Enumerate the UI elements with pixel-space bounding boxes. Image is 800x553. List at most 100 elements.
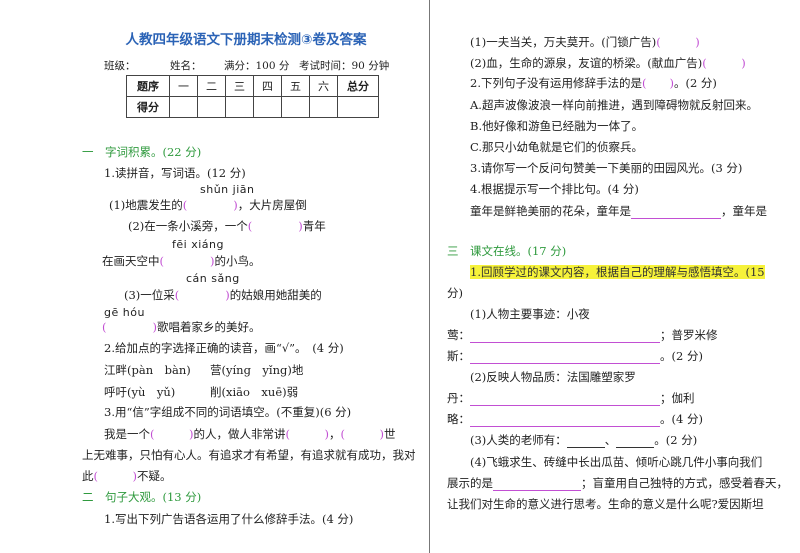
right-line-9-text-b: ，童年是: [721, 204, 767, 218]
right-line-10: 1.回顾学过的课文内容，根据自己的理解与感悟填空。(15: [470, 264, 765, 280]
score-cell: 五: [281, 75, 310, 97]
score-input-cell[interactable]: [169, 96, 198, 118]
right-line-13: 莺： ；普罗米修: [447, 327, 718, 343]
para-1-text-b: 的人，做人非常讲: [193, 427, 286, 441]
answer-blank[interactable]: ( ): [702, 56, 746, 70]
pinyin-3: cán sǎng: [186, 272, 240, 285]
line-1-text-b: ，大片房屋倒: [237, 198, 307, 212]
line-4: (3)一位采( )的姑娘用她甜美的: [124, 287, 322, 303]
answer-blank[interactable]: ( ): [285, 427, 329, 441]
name-label: 姓名：: [170, 60, 202, 72]
answer-line[interactable]: [470, 414, 660, 427]
answer-blank[interactable]: ( ): [150, 427, 194, 441]
right-question-3: 3.请你写一个反问句赞美一下美丽的田园风光。(3 分): [470, 161, 743, 175]
line-2-text-a: (2)在一条小溪旁，一个: [128, 219, 248, 233]
answer-line[interactable]: [493, 478, 581, 491]
right-line-9-text-a: 童年是鲜艳美丽的花朵，童年是: [470, 204, 631, 218]
answer-blank[interactable]: ( ): [641, 76, 674, 90]
word-option-2[interactable]: 营(yíng yǐng)地: [210, 363, 304, 377]
section-3-heading: 三 课文在线。(17 分): [447, 244, 567, 258]
line-1: (1)地震发生的( )，大片房屋倒: [109, 197, 307, 213]
score-input-cell[interactable]: [309, 96, 338, 118]
score-cell: 总分: [337, 75, 379, 97]
score-cell: 一: [169, 75, 198, 97]
score-cell: 六: [309, 75, 338, 97]
right-line-2: (2)血，生命的源泉，友谊的桥梁。(献血广告)( ): [470, 55, 746, 71]
right-line-13-text-a: 莺：: [447, 328, 470, 342]
right-line-21: 让我们对生命的意义进行思考。生命的意义是什么呢?爱因斯坦: [447, 497, 764, 511]
right-line-15: (2)反映人物品质：法国雕塑家罗: [470, 370, 636, 384]
right-line-13-text-b: ；普罗米修: [660, 328, 718, 342]
right-line-1: (1)一夫当关，万夫莫开。(门锁广告)( ): [470, 34, 700, 50]
para-1-text-c: 世: [383, 427, 396, 441]
score-input-cell[interactable]: [281, 96, 310, 118]
highlighted-question: 1.回顾学过的课文内容，根据自己的理解与感悟填空。(15: [470, 265, 765, 279]
question-2: 2.给加点的字选择正确的读音，画“√”。 (4 分): [104, 341, 344, 355]
option-c: C.那只小幼龟就是它们的侦察兵。: [470, 140, 644, 154]
answer-blank[interactable]: ( ): [159, 254, 215, 268]
right-line-3: 2.下列句子没有运用修辞手法的是( )。(2 分): [470, 75, 717, 91]
word-option-4[interactable]: 削(xiāo xuē)弱: [210, 385, 299, 399]
right-line-17-text-a: 略：: [447, 412, 470, 426]
class-label: 班级：: [104, 60, 136, 72]
right-line-16-text-a: 丹：: [447, 391, 470, 405]
line-3-text-b: 的小鸟。: [214, 254, 261, 268]
right-line-18: (3)人类的老师有：、。(2 分): [470, 432, 697, 448]
right-line-20: 展示的是；盲童用自己独特的方式，感受着春天，: [447, 475, 788, 491]
answer-blank[interactable]: ( ): [656, 35, 700, 49]
answer-line[interactable]: [616, 435, 655, 448]
right-line-16: 丹： ；伽利: [447, 390, 695, 406]
score-cell: 三: [225, 75, 254, 97]
line-4-text-a: (3)一位采: [124, 288, 175, 302]
score-input-cell[interactable]: [337, 96, 379, 118]
right-line-19: (4)飞蛾求生、砖缝中长出瓜苗、倾听心跳几件小事向我们: [470, 455, 763, 469]
score-table-score-row: 得分: [126, 96, 379, 118]
right-line-17-text-b: 。(4 分): [660, 412, 703, 426]
line-4-text-b: 的姑娘用她甜美的: [229, 288, 322, 302]
right-line-17: 略： 。(4 分): [447, 411, 703, 427]
right-line-16-text-b: ；伽利: [660, 391, 695, 405]
pinyin-2: fēi xiáng: [172, 238, 224, 251]
right-line-20-text-b: ；盲童用自己独特的方式，感受着春天，: [581, 476, 788, 490]
score-input-cell[interactable]: [225, 96, 254, 118]
section-2-heading: 二 句子大观。(13 分): [82, 490, 202, 504]
pinyin-4: gē hóu: [104, 306, 145, 319]
score-cell: 二: [197, 75, 226, 97]
answer-blank[interactable]: ( ): [182, 198, 238, 212]
word-option-3[interactable]: 呼吁(yù yǔ): [104, 385, 176, 399]
line-5: ( )歌唱着家乡的美好。: [102, 319, 260, 335]
right-line-3-text-b: 。(2 分): [673, 76, 717, 90]
page-title: 人教四年级语文下册期末检测③卷及答案: [125, 32, 367, 48]
answer-line[interactable]: [566, 435, 605, 448]
answer-line[interactable]: [470, 393, 660, 406]
right-line-11: 分): [447, 286, 463, 300]
right-line-9: 童年是鲜艳美丽的花朵，童年是 ，童年是: [470, 203, 767, 219]
score-input-cell[interactable]: [197, 96, 226, 118]
word-option-1[interactable]: 江畔(pàn bàn): [104, 363, 191, 377]
answer-line[interactable]: [470, 351, 660, 364]
answer-blank[interactable]: ( ): [340, 427, 384, 441]
right-line-1-text: (1)一夫当关，万夫莫开。(门锁广告): [470, 35, 657, 49]
right-line-18-text-c: 。(2 分): [654, 433, 698, 447]
right-line-18-text-a: (3)人类的老师有：: [470, 433, 567, 447]
right-line-3-text-a: 2.下列句子没有运用修辞手法的是: [470, 76, 642, 90]
score-input-cell[interactable]: [253, 96, 282, 118]
answer-blank[interactable]: ( ): [102, 320, 157, 334]
question-4: 1.写出下列广告语各运用了什么修辞手法。(4 分): [104, 512, 354, 526]
answer-line[interactable]: [470, 330, 660, 343]
question-1: 1.读拼音，写词语。(12 分): [104, 166, 246, 180]
answer-line[interactable]: [631, 206, 721, 219]
score-cell: 四: [253, 75, 282, 97]
answer-blank[interactable]: ( ): [93, 469, 137, 483]
column-divider: [429, 0, 430, 553]
line-3-text-a: 在画天空中: [102, 254, 160, 268]
exam-time-label: 考试时间：90 分钟: [299, 60, 390, 72]
score-cell: 得分: [126, 96, 170, 118]
para-line-3: 此( )不疑。: [82, 468, 171, 484]
answer-blank[interactable]: ( ): [174, 288, 230, 302]
line-2-text-b: 青年: [302, 219, 326, 233]
answer-blank[interactable]: ( ): [247, 219, 303, 233]
option-a: A.超声波像波浪一样向前推进，遇到障碍物就反射回来。: [470, 98, 758, 112]
para-3-text-a: 此: [82, 469, 94, 483]
line-3: 在画天空中( )的小鸟。: [102, 253, 260, 269]
